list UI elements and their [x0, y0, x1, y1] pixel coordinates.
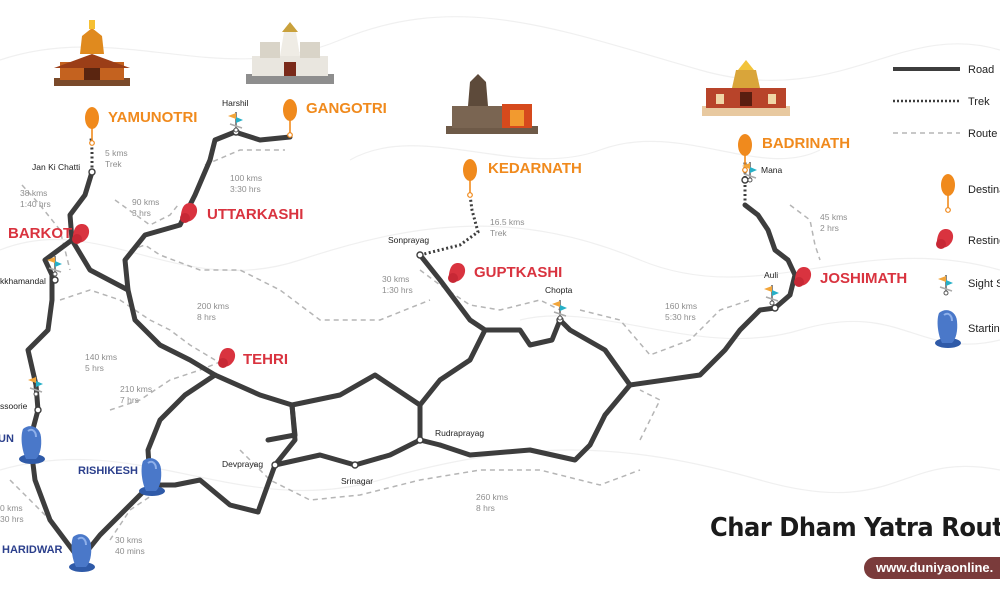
rishikesh-label: RISHIKESH — [78, 465, 138, 477]
distance-joshimath-badrinath-2: 2 hrs — [820, 223, 839, 233]
distance-barkot-mussoorie-2: 5 hrs — [85, 363, 104, 373]
distance-sonprayag-2: 1:30 hrs — [382, 285, 413, 295]
page-title: Char Dham Yatra Route M — [710, 513, 1000, 543]
yamunotri-label: YAMUNOTRI — [108, 109, 197, 126]
rudraprayag-label: Rudraprayag — [435, 428, 484, 438]
uttarkashi-resting-icon — [180, 203, 198, 223]
mussoorie-sightseeing-icon — [27, 375, 44, 397]
legend-destination-icon — [940, 173, 956, 214]
distance-haridwar-rishikesh-2: 40 mins — [115, 546, 145, 556]
distance-barkot-mussoorie-1: 140 kms — [85, 352, 117, 362]
legend: Road Trek Route Destina Resting Sight Se… — [893, 64, 1000, 349]
joshimath-resting-icon — [794, 267, 812, 287]
distance-harshil-uttarkashi-1: 90 kms — [132, 197, 159, 207]
haridwar-label: HARIDWAR — [2, 544, 63, 556]
legend-trek-label: Trek — [968, 96, 990, 108]
legend-sightseeing-label: Sight Se — [968, 278, 1000, 290]
distance-kedarnath-trek-1: 16.5 kms — [490, 217, 525, 227]
distance-haridwar-rishikesh-1: 30 kms — [115, 535, 142, 545]
distance-jkc-trek-2: Trek — [105, 159, 122, 169]
distance-barkot-jkc-1: 38 kms — [20, 188, 47, 198]
distance-sonprayag-1: 30 kms — [382, 274, 409, 284]
badrinath-label: BADRINATH — [762, 135, 850, 152]
route-lines — [9, 149, 821, 541]
trek-lines — [89, 137, 747, 257]
distance-harshil-uttarkashi-2: 3 hrs — [132, 208, 151, 218]
mana-label: Mana — [761, 165, 783, 175]
kedarnath-label: KEDARNATH — [488, 160, 582, 177]
dehradun-starting-icon — [18, 425, 46, 465]
badrinath-temple-icon — [702, 60, 790, 116]
distance-rishikesh-tehri-1: 210 kms — [120, 384, 152, 394]
guptkashi-label: GUPTKASHI — [474, 264, 562, 281]
devprayag-label: Devprayag — [222, 459, 263, 469]
distance-rudraprayag-2: 8 hrs — [476, 503, 495, 513]
naugaon-label: kkhamandal — [0, 276, 46, 286]
gangotri-label: GANGOTRI — [306, 100, 387, 117]
gangotri-destination-icon — [282, 98, 298, 139]
auli-sightseeing-icon — [763, 284, 780, 306]
road-lines — [25, 129, 798, 563]
legend-road-label: Road — [968, 64, 994, 76]
website-link[interactable]: www.duniyaonline. — [864, 557, 1000, 579]
distance-jkc-trek-1: 5 kms — [105, 148, 128, 158]
town-nodes — [34, 128, 779, 469]
distance-rishikesh-tehri-2: 7 hrs — [120, 395, 139, 405]
guptkashi-resting-icon — [448, 263, 466, 283]
harshil-sightseeing-icon — [227, 111, 244, 133]
dehradun-label: UN — [0, 433, 14, 445]
legend-resting-label: Resting — [968, 235, 1000, 247]
srinagar-label: Srinagar — [341, 476, 373, 486]
distance-dehradun-haridwar-2: 30 hrs — [0, 514, 24, 524]
uttarkashi-label: UTTARKASHI — [207, 206, 303, 223]
tehri-resting-icon — [218, 348, 236, 368]
haridwar-starting-icon — [68, 533, 96, 573]
jan-ki-chatti-label: Jan Ki Chatti — [32, 162, 80, 172]
distance-labels: 5 kms Trek 38 kms 1:40 hrs 90 kms 3 hrs … — [0, 148, 847, 556]
distance-kedarnath-trek-2: Trek — [490, 228, 507, 238]
tehri-label: TEHRI — [243, 351, 288, 368]
barkot-resting-icon — [72, 224, 90, 244]
chopta-sightseeing-icon — [551, 299, 568, 321]
rishikesh-starting-icon — [138, 457, 166, 497]
distance-barkot-jkc-2: 1:40 hrs — [20, 199, 51, 209]
yamunotri-destination-icon — [84, 106, 100, 147]
distance-uttarkashi-tehri-1: 200 kms — [197, 301, 229, 311]
mussoorie-label: ssoorie — [0, 401, 28, 411]
joshimath-label: JOSHIMATH — [820, 270, 907, 287]
legend-resting-icon — [936, 229, 954, 249]
legend-starting-icon — [934, 309, 962, 349]
legend-destination-label: Destina — [968, 184, 1000, 196]
gangotri-temple-icon — [246, 22, 334, 84]
distance-dehradun-haridwar-1: 0 kms — [0, 503, 23, 513]
legend-sightseeing-icon — [937, 274, 954, 296]
distance-rudraprayag-1: 260 kms — [476, 492, 508, 502]
topo-contours — [0, 16, 1000, 494]
chopta-label: Chopta — [545, 285, 573, 295]
kedarnath-destination-icon — [462, 158, 478, 199]
yamunotri-temple-icon — [54, 20, 130, 86]
kedarnath-temple-icon — [446, 74, 538, 134]
harshil-label: Harshil — [222, 98, 249, 108]
distance-gangotri-2: 3:30 hrs — [230, 184, 261, 194]
sonprayag-label: Sonprayag — [388, 235, 429, 245]
distance-joshimath-badrinath-1: 45 kms — [820, 212, 847, 222]
auli-label: Auli — [764, 270, 778, 280]
distance-chopta-joshimath-1: 160 kms — [665, 301, 697, 311]
distance-chopta-joshimath-2: 5:30 hrs — [665, 312, 696, 322]
barkot-label: BARKOT — [8, 225, 72, 242]
distance-gangotri-1: 100 kms — [230, 173, 262, 183]
legend-starting-label: Starting — [968, 323, 1000, 335]
legend-route-label: Route — [968, 128, 997, 140]
distance-uttarkashi-tehri-2: 8 hrs — [197, 312, 216, 322]
